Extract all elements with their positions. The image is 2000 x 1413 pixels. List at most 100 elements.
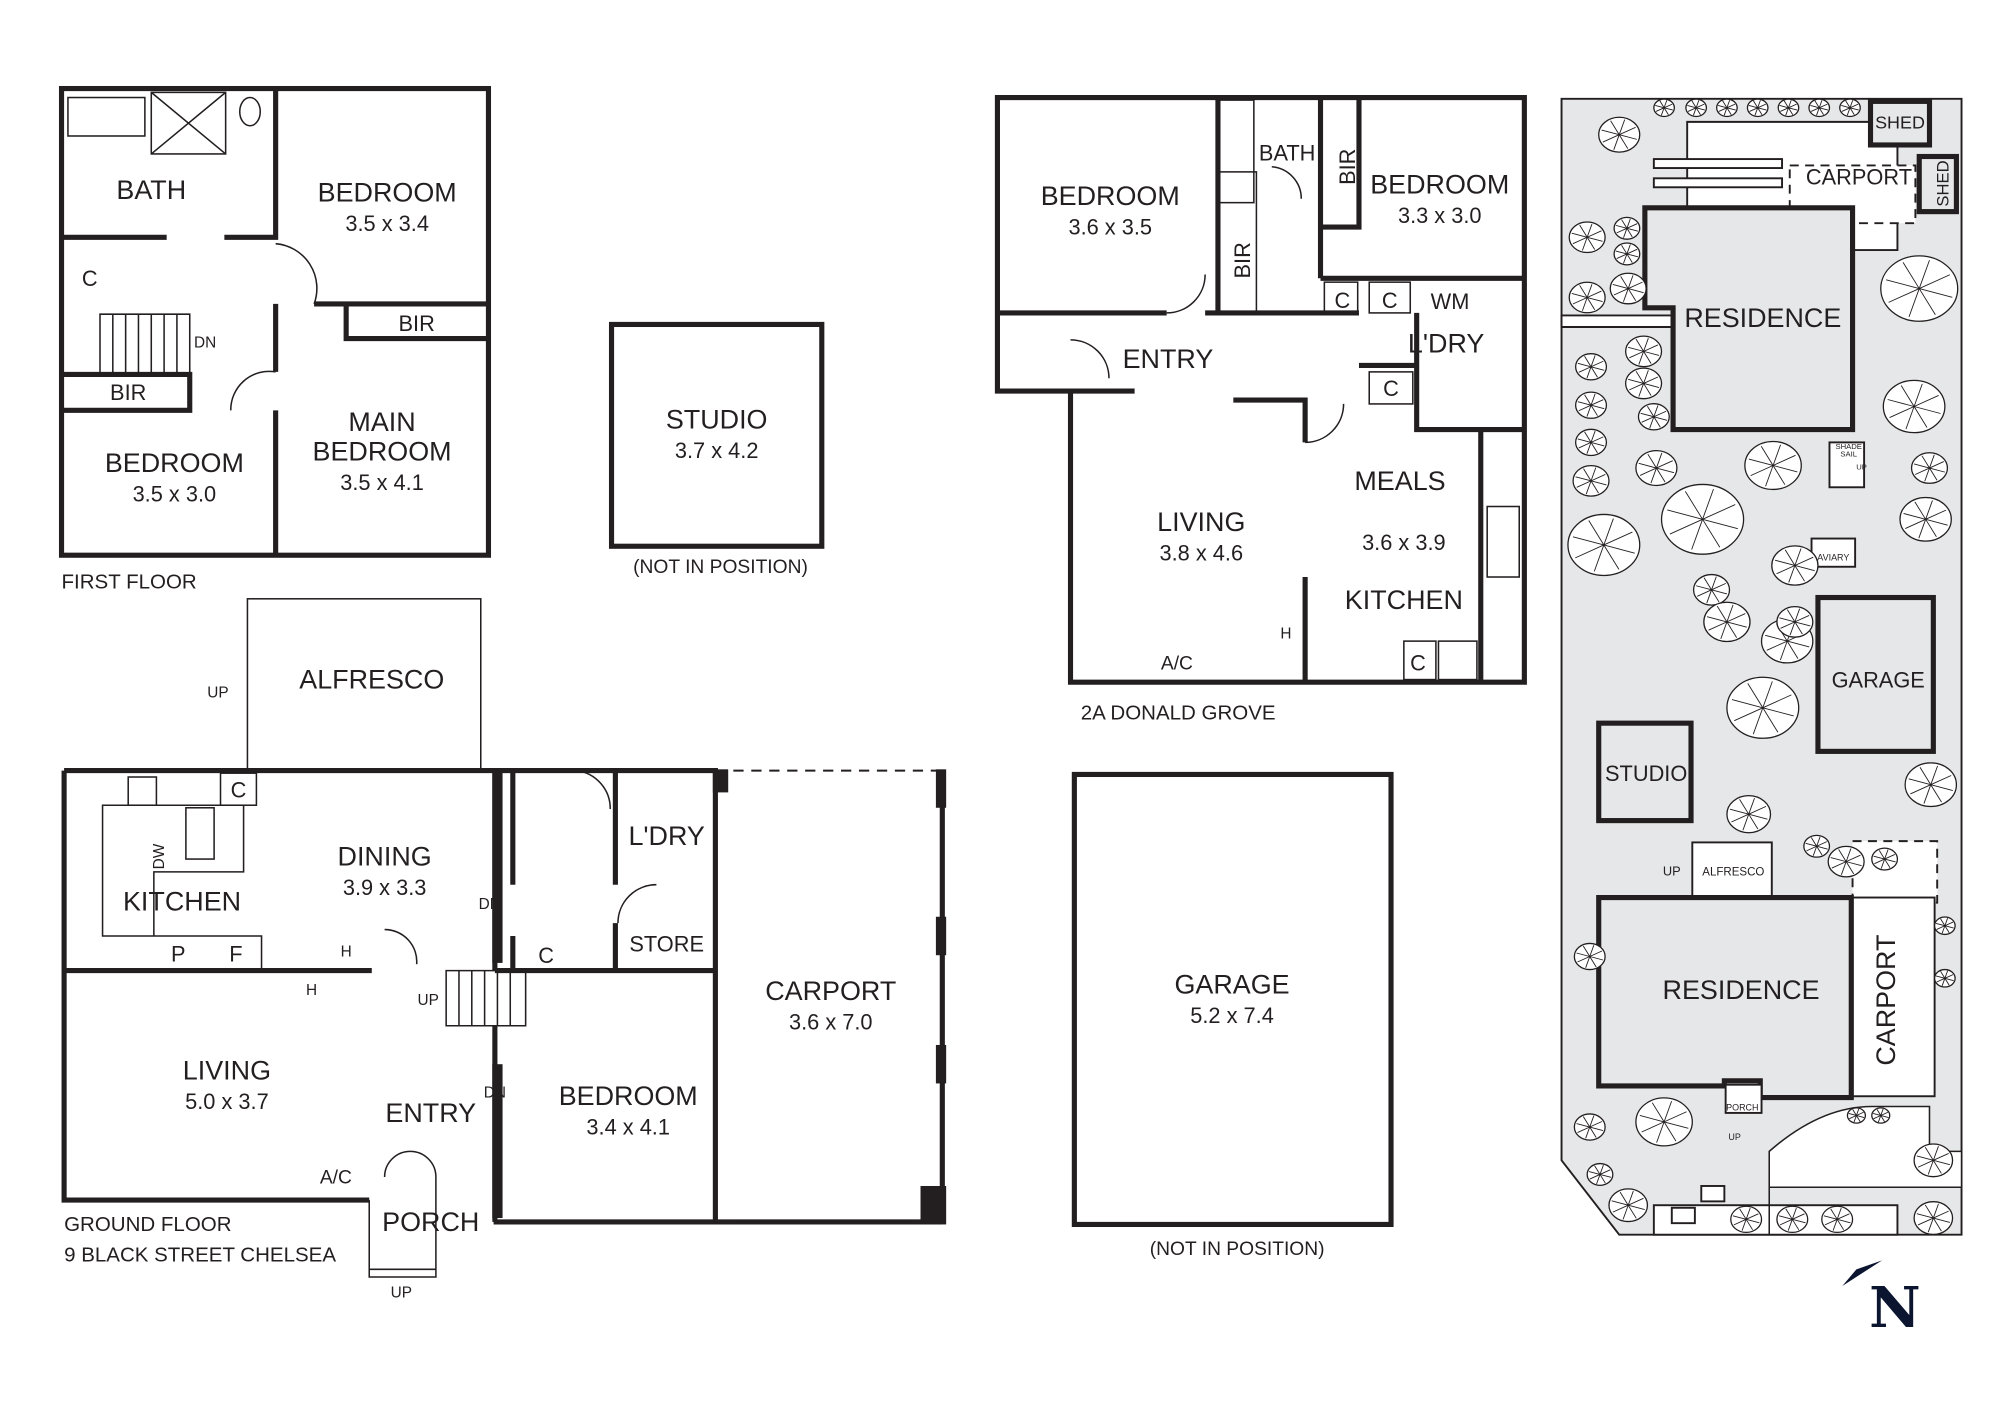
dg-bedroom1-size: 3.6 x 3.5 — [1068, 215, 1152, 240]
dn-label-2: DN — [484, 1085, 506, 1102]
north-label: N — [1869, 1275, 1921, 1341]
tree-icon — [1567, 513, 1641, 577]
dg-heater-label: H — [1280, 626, 1291, 643]
stairs-up-label: UP — [418, 992, 439, 1009]
tree-icon — [1635, 449, 1678, 487]
main-bedroom-label-2: BEDROOM — [313, 436, 452, 466]
tree-icon — [1730, 1205, 1763, 1234]
alfresco-up-label: UP — [207, 685, 228, 702]
shade-sail-label-1: SHADE — [1835, 442, 1862, 451]
tree-icon — [1575, 428, 1608, 457]
ground-floor-address: 9 BLACK STREET CHELSEA — [64, 1244, 336, 1267]
fridge-label: F — [229, 942, 242, 967]
tree-icon — [1777, 98, 1800, 118]
porch-up-label: UP — [391, 1285, 412, 1302]
heater-label-1: H — [341, 944, 352, 961]
garage-plan: GARAGE 5.2 x 7.4 (NOT IN POSITION) — [1071, 771, 1394, 1260]
tree-icon — [1839, 98, 1861, 118]
dg-living-size: 3.8 x 4.6 — [1160, 540, 1244, 565]
ground-ac-label: A/C — [320, 1167, 352, 1188]
tree-icon — [1575, 391, 1608, 419]
tree-icon — [1625, 367, 1663, 400]
dining-size: 3.9 x 3.3 — [343, 875, 427, 900]
dg-bedroom2-size: 3.3 x 3.0 — [1398, 203, 1482, 228]
ground-carport-size: 3.6 x 7.0 — [789, 1010, 873, 1035]
tree-icon — [1726, 795, 1772, 834]
dg-meals-size: 3.6 x 3.9 — [1362, 530, 1446, 555]
site-plan: SHED SHED CARPORT RESIDENCE SHADE SAIL U… — [1560, 97, 1963, 1341]
tree-icon — [1899, 496, 1952, 542]
site-carport1-label: CARPORT — [1806, 165, 1912, 190]
dg-bedroom1-label: BEDROOM — [1041, 181, 1180, 211]
first-floor-dn-label: DN — [194, 335, 216, 352]
garage-note: (NOT IN POSITION) — [1150, 1239, 1325, 1260]
ground-floor-plan: ALFRESCO UP C DW KITCHEN P F DINING 3.9 … — [61, 598, 947, 1302]
tree-icon — [1692, 573, 1731, 606]
donald-grove-plan: BEDROOM 3.6 x 3.5 BATH BIR BIR BEDROOM 3… — [994, 94, 1527, 724]
dg-living-label: LIVING — [1157, 507, 1245, 537]
site-studio-label: STUDIO — [1605, 761, 1687, 786]
site-porch-label: PORCH — [1726, 1102, 1758, 1112]
first-floor-bedroom2-label: BEDROOM — [105, 448, 244, 478]
tree-icon — [1871, 1107, 1891, 1124]
studio-label: STUDIO — [666, 404, 768, 434]
site-garage-label: GARAGE — [1832, 667, 1925, 692]
dg-ac-label: A/C — [1161, 653, 1193, 674]
site-up3-label: UP — [1728, 1132, 1740, 1142]
tree-icon — [1573, 1113, 1606, 1141]
tree-icon — [1827, 845, 1865, 878]
tree-icon — [1660, 483, 1745, 555]
dishwasher-label: DW — [151, 843, 168, 869]
tree-icon — [1568, 221, 1606, 254]
site-up1-label: UP — [1856, 462, 1867, 471]
site-shed1-label: SHED — [1875, 112, 1925, 132]
site-residence1-label: RESIDENCE — [1684, 303, 1841, 333]
tree-icon — [1625, 335, 1663, 368]
tree-icon — [1910, 452, 1949, 484]
first-floor-plan: BATH BEDROOM 3.5 x 3.4 BIR C DN BIR MAIN… — [58, 85, 492, 594]
dg-entry-label: ENTRY — [1123, 344, 1214, 374]
ground-kitchen-label: KITCHEN — [123, 886, 241, 916]
site-shed2-label: SHED — [1934, 160, 1953, 206]
tree-icon — [1913, 1201, 1954, 1236]
first-floor-caption: FIRST FLOOR — [62, 571, 197, 594]
ground-living-size: 5.0 x 3.7 — [185, 1089, 269, 1114]
tree-icon — [1880, 255, 1959, 322]
tree-icon — [1685, 98, 1708, 118]
tree-icon — [1771, 545, 1819, 586]
tree-icon — [1716, 98, 1738, 118]
first-floor-bir1-label: BIR — [399, 311, 435, 336]
site-up2-label: UP — [1663, 864, 1681, 879]
porch-label: PORCH — [382, 1207, 479, 1237]
studio-note: (NOT IN POSITION) — [633, 557, 808, 578]
tree-icon — [1573, 942, 1606, 971]
first-floor-bath-label: BATH — [116, 175, 186, 205]
tree-icon — [1572, 464, 1610, 497]
first-floor-c-label: C — [82, 266, 98, 291]
dn-label-1: DN — [479, 896, 501, 913]
donald-grove-caption: 2A DONALD GROVE — [1081, 701, 1276, 724]
dg-c3-label: C — [1383, 376, 1399, 401]
site-alfresco-label: ALFRESCO — [1702, 867, 1764, 879]
first-floor-bedroom2-size: 3.5 x 3.0 — [133, 481, 217, 506]
tree-icon — [1637, 403, 1670, 431]
main-bedroom-size: 3.5 x 4.1 — [340, 470, 424, 495]
pantry-label: P — [171, 942, 186, 967]
first-floor-bir2-label: BIR — [110, 380, 146, 405]
heater-label-2: H — [306, 982, 317, 999]
ground-floor-caption: GROUND FLOOR — [64, 1213, 231, 1236]
ground-bedroom-label: BEDROOM — [559, 1081, 698, 1111]
tree-icon — [1803, 834, 1831, 858]
shade-sail-label-2: SAIL — [1840, 450, 1857, 459]
dg-bir2-label: BIR — [1230, 242, 1255, 278]
store-label: STORE — [629, 931, 704, 956]
tree-icon — [1846, 1107, 1867, 1124]
dg-laundry-label: L'DRY — [1408, 329, 1484, 359]
tree-icon — [1703, 601, 1751, 643]
ground-living-label: LIVING — [183, 1056, 271, 1086]
tree-icon — [1913, 1143, 1954, 1178]
ground-laundry-label: L'DRY — [628, 821, 704, 851]
tree-icon — [1808, 98, 1831, 118]
site-residence2-label: RESIDENCE — [1663, 975, 1820, 1005]
first-floor-bedroom1-label: BEDROOM — [318, 177, 457, 207]
